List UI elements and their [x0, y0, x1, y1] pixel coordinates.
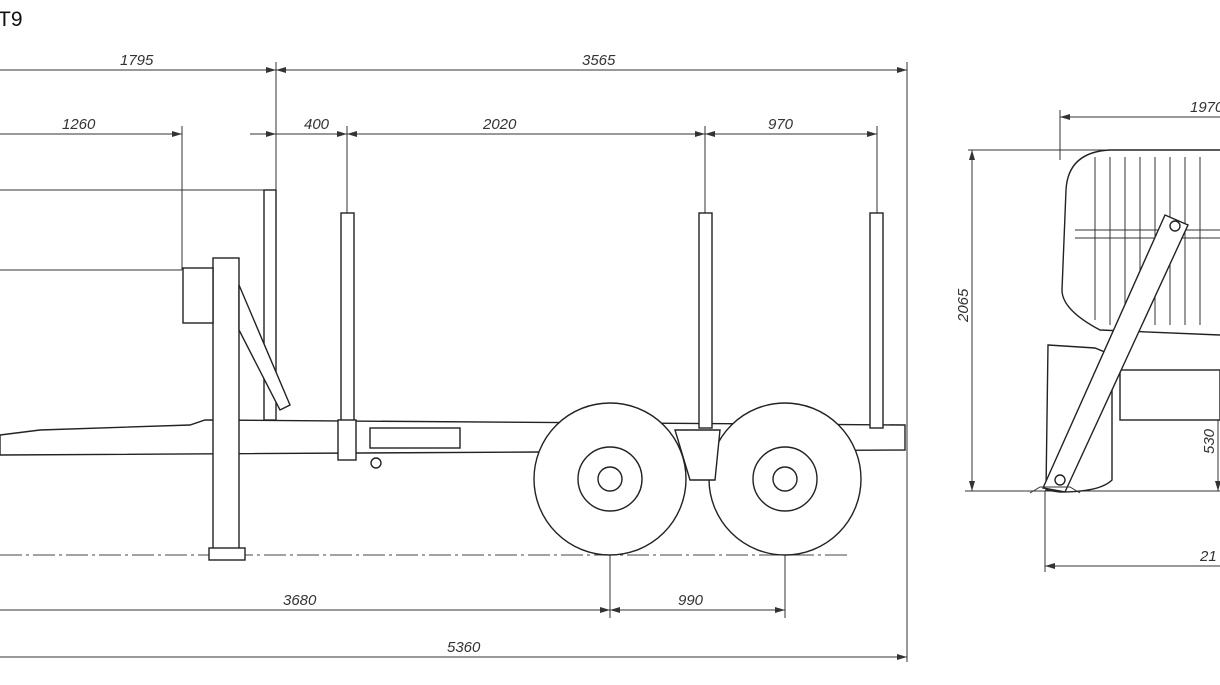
dim-3565: 3565 — [582, 52, 616, 69]
trailer-rear-view — [1029, 149, 1220, 494]
side-view-dimensions — [0, 62, 908, 662]
dim-1795: 1795 — [120, 52, 154, 69]
dim-2020: 2020 — [482, 116, 517, 133]
drawing-title: T9 — [0, 8, 23, 31]
dim-21: 21 — [1199, 548, 1217, 565]
dim-5360: 5360 — [447, 639, 481, 656]
dim-1260: 1260 — [62, 116, 96, 133]
dim-990: 990 — [678, 592, 704, 609]
trailer-side-view — [0, 189, 906, 561]
dim-530: 530 — [1201, 428, 1218, 454]
dim-3680: 3680 — [283, 592, 317, 609]
dim-970: 970 — [768, 116, 794, 133]
dim-2065: 2065 — [955, 288, 972, 323]
dim-400: 400 — [304, 116, 330, 133]
dim-1970: 1970 — [1190, 99, 1220, 116]
